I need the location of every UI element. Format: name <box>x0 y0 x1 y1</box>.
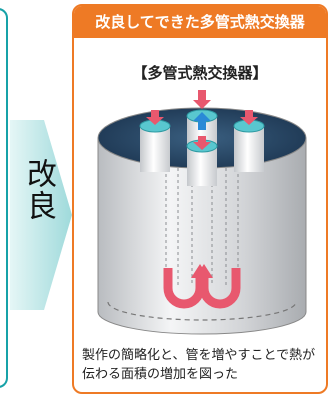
step-label: 改良 <box>21 158 56 222</box>
outflow-arrow <box>193 112 211 130</box>
chevron-arrow-icon <box>10 120 72 310</box>
previous-panel-frame <box>0 8 8 388</box>
multi-tube-heat-exchanger-diagram <box>97 90 307 335</box>
u-turn-arrows <box>163 268 241 309</box>
panel-header: 改良してできた多管式熱交換器 <box>74 6 326 38</box>
diagram-title: 【多管式熱交換器】 <box>132 64 268 82</box>
improved-heat-exchanger-panel: 改良してできた多管式熱交換器 <box>72 4 328 394</box>
improvement-step-arrow: 改良 <box>10 120 72 310</box>
panel-caption: 製作の簡略化と、管を増やすことで熱が伝わる面積の増加を図った <box>82 348 316 382</box>
inflow-arrows <box>146 90 258 150</box>
